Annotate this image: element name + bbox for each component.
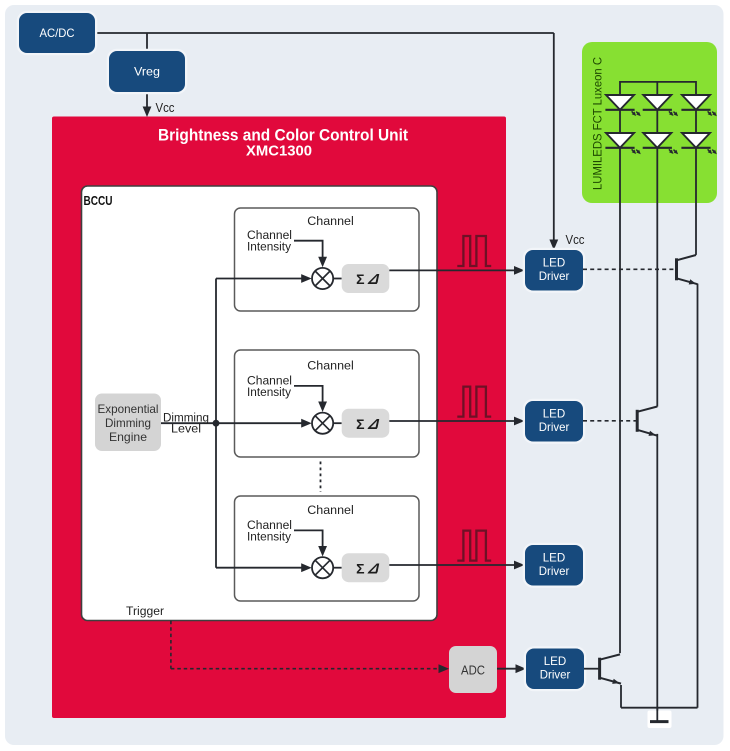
svg-text:Channel: Channel xyxy=(247,518,292,532)
svg-text:XMC1300: XMC1300 xyxy=(246,144,312,160)
svg-text:LED: LED xyxy=(543,256,566,270)
svg-text:Dimming: Dimming xyxy=(105,416,151,430)
svg-text:Channel: Channel xyxy=(307,359,354,373)
svg-text:Intensity: Intensity xyxy=(247,385,292,399)
svg-text:Vcc: Vcc xyxy=(566,233,585,247)
svg-text:Driver: Driver xyxy=(540,667,571,681)
svg-text:Σ: Σ xyxy=(356,560,364,576)
svg-text:Trigger: Trigger xyxy=(126,604,164,618)
svg-text:LUMILEDS FCT Luxeon C: LUMILEDS FCT Luxeon C xyxy=(591,57,605,190)
svg-text:LED: LED xyxy=(543,407,566,421)
svg-text:Σ: Σ xyxy=(356,416,364,432)
svg-text:Channel: Channel xyxy=(307,214,354,228)
svg-text:Driver: Driver xyxy=(539,420,570,434)
svg-text:Channel: Channel xyxy=(247,373,292,387)
svg-text:Level: Level xyxy=(171,422,201,436)
svg-text:BCCU: BCCU xyxy=(84,193,113,208)
svg-text:AC/DC: AC/DC xyxy=(40,26,75,40)
svg-text:Driver: Driver xyxy=(539,269,570,283)
svg-text:Intensity: Intensity xyxy=(247,240,292,254)
svg-text:Dimming: Dimming xyxy=(163,410,209,424)
svg-text:Driver: Driver xyxy=(539,564,570,578)
svg-text:LED: LED xyxy=(543,551,566,565)
svg-text:Vcc: Vcc xyxy=(156,101,175,115)
svg-text:Channel: Channel xyxy=(307,503,354,517)
svg-text:Brightness and Color Control U: Brightness and Color Control Unit xyxy=(158,126,408,145)
svg-text:Exponential: Exponential xyxy=(98,402,159,416)
svg-text:Intensity: Intensity xyxy=(247,529,292,543)
svg-text:ADC: ADC xyxy=(461,663,485,677)
svg-text:Σ: Σ xyxy=(356,271,364,287)
svg-text:Engine: Engine xyxy=(109,430,147,444)
svg-text:LED: LED xyxy=(544,654,567,668)
svg-text:Vreg: Vreg xyxy=(134,64,160,78)
svg-text:Channel: Channel xyxy=(247,228,292,242)
